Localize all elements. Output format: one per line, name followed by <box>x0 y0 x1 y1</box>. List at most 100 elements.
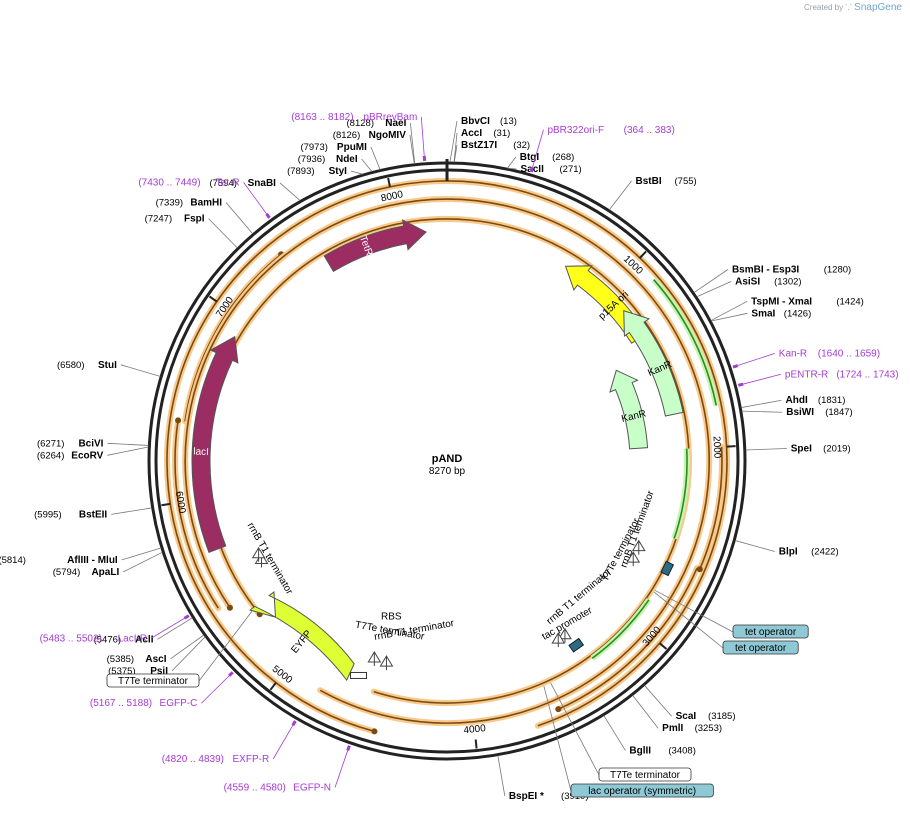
primer-site: EGFP-C(5167 .. 5188) <box>90 698 197 709</box>
primer-site: EXFP-R(4820 .. 4839) <box>162 754 269 765</box>
box-label: tet operator <box>735 643 787 654</box>
box-label: tet operator <box>745 627 797 638</box>
restriction-site: AsiSI(1302) <box>735 276 801 287</box>
site-leader <box>644 685 672 717</box>
orf-arc-line <box>174 420 219 609</box>
box-leader <box>653 591 724 649</box>
site-leader <box>208 218 238 249</box>
site-position: (7594) <box>209 178 236 189</box>
terminator-glyph <box>558 627 572 643</box>
restriction-site: FspI(7247) <box>145 214 205 225</box>
primer-site: Kan-R(1640 .. 1659) <box>779 348 880 359</box>
box-leader <box>550 682 600 776</box>
feature-arrow <box>623 310 684 417</box>
restriction-site: BstEII(5995) <box>34 509 107 520</box>
site-leader <box>449 120 458 163</box>
primer-leader <box>201 675 230 704</box>
site-position: (271) <box>560 164 582 175</box>
primer-mark <box>346 745 351 751</box>
site-position: (13) <box>500 116 517 127</box>
site-leader <box>409 122 416 164</box>
terminator-glyphs <box>251 539 675 679</box>
site-name: BciVI <box>78 438 103 449</box>
orf-arrow-head <box>371 728 378 735</box>
operator-glyph <box>660 560 675 577</box>
terminator-glyph <box>379 655 394 671</box>
site-name: BstBI <box>636 176 662 187</box>
primer-site: pENTR-R(1724 .. 1743) <box>785 369 899 380</box>
primer-mark <box>183 614 190 620</box>
site-position: (5476) <box>94 634 121 645</box>
operator-glyph <box>568 637 585 653</box>
tick-mark <box>387 177 391 188</box>
site-name: NgoMIV <box>369 130 407 141</box>
restriction-site: BamHI(7339) <box>156 198 223 209</box>
site-name: ApaLI <box>91 567 119 578</box>
site-name: PsiI <box>150 666 168 677</box>
site-position: (5385) <box>107 654 134 665</box>
site-position: (2422) <box>811 546 838 557</box>
feature-arrow <box>323 219 427 273</box>
box-frame <box>106 673 200 688</box>
site-name: BglII <box>629 745 651 756</box>
terminator-glyph <box>626 551 641 567</box>
site-name: BsiWI <box>786 407 814 418</box>
site-name: BtgI <box>520 152 540 163</box>
primer-leader <box>737 353 775 366</box>
site-leader <box>696 281 732 298</box>
restriction-site: BciVI(6271) <box>37 438 104 449</box>
primer-leader <box>243 182 267 215</box>
primer-range: (7430 .. 7449) <box>138 177 200 188</box>
site-name: StuI <box>98 360 117 371</box>
site-leader <box>120 364 161 377</box>
site-leader <box>453 132 458 163</box>
site-leader <box>508 167 517 170</box>
restriction-site: BglII(3408) <box>629 745 695 756</box>
primer-site: LacI-R (5483 .. 5502) <box>40 633 147 644</box>
site-name: SnaBI <box>248 178 277 189</box>
site-position: (31) <box>493 128 510 139</box>
restriction-site: AflIII - MluI(5814) <box>0 555 118 566</box>
restriction-site: PmlI(3253) <box>662 723 722 734</box>
terminator-glyph <box>367 651 382 667</box>
site-name: BbvCI <box>461 116 490 127</box>
tick-mark <box>208 295 218 303</box>
site-position: (7936) <box>298 154 325 165</box>
snapgene-credit: Created by ⸪ SnapGene <box>804 2 902 13</box>
restriction-site: SacII(271) <box>521 164 582 175</box>
primer-name: LacI-R <box>118 633 147 644</box>
orf-arrow-head <box>175 417 182 424</box>
site-position: (32) <box>513 140 530 151</box>
promoter-arc-line <box>591 599 650 659</box>
primer-range: (5483 .. 5502) <box>40 633 102 644</box>
tick-mark <box>639 250 647 259</box>
site-name: BamHI <box>190 198 222 209</box>
primer-mark <box>529 166 535 173</box>
map-center: pAND 8270 bp <box>429 453 466 477</box>
site-leader <box>741 399 782 408</box>
box-leader <box>198 610 254 682</box>
primer-name: Kan-R <box>779 348 807 359</box>
site-leader <box>409 134 415 164</box>
terminator-glyph <box>251 546 266 562</box>
orf-arc-line <box>699 446 723 570</box>
site-name: ScaI <box>676 711 697 722</box>
terminator-glyph <box>631 539 646 555</box>
box-frame <box>722 640 799 655</box>
site-position: (1831) <box>818 395 845 406</box>
site-leader <box>741 410 783 413</box>
site-position: (1847) <box>825 407 852 418</box>
site-leader <box>453 144 458 163</box>
primer-leader <box>272 725 294 760</box>
restriction-site: AhdI(1831) <box>786 395 846 406</box>
site-leader <box>123 551 163 573</box>
primer-mark <box>291 720 297 727</box>
restriction-site: AclI(5476) <box>94 634 154 645</box>
restriction-site: NgoMIV(8126) <box>333 130 406 141</box>
site-position: (7973) <box>300 142 327 153</box>
site-position: (6264) <box>37 450 64 461</box>
tick-label: 2000 <box>710 436 722 459</box>
